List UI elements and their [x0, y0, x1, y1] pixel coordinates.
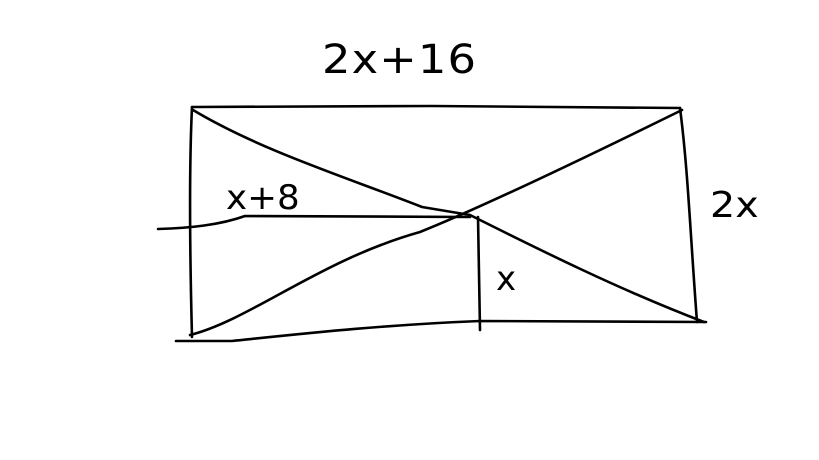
half-width-label: x+8 — [226, 178, 300, 218]
diagonal-bottom-left-to-top-right — [188, 108, 684, 337]
vertical-half-height-line — [476, 215, 482, 332]
top-side-label: 2x+16 — [322, 37, 478, 83]
right-side-label: 2x — [710, 185, 759, 226]
top-edge — [190, 104, 682, 110]
right-edge — [678, 106, 699, 324]
half-height-label: x — [496, 259, 517, 299]
horizontal-half-width-line — [156, 214, 472, 231]
diagonal-top-left-to-bottom-right — [191, 108, 706, 324]
bottom-edge — [174, 319, 708, 343]
left-edge — [188, 105, 194, 339]
